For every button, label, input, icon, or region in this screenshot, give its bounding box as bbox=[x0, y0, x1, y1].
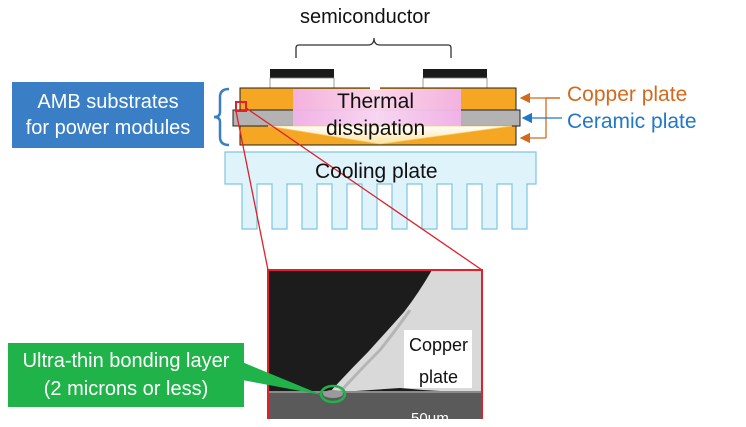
amb-callout: AMB substrates for power modules bbox=[12, 82, 204, 148]
thermal-label-line1: Thermal bbox=[337, 90, 415, 113]
amb-bracket bbox=[213, 87, 230, 147]
zoom-line-left bbox=[235, 110, 269, 271]
micrograph-frame bbox=[267, 269, 483, 419]
amb-label-line2: for power modules bbox=[25, 117, 191, 139]
ultra-thin-callout: Ultra-thin bonding layer (2 microns or l… bbox=[8, 343, 244, 407]
ultra-callout-pointer bbox=[242, 362, 322, 395]
amb-label-line1: AMB substrates bbox=[37, 91, 179, 113]
thermal-region bbox=[293, 89, 461, 127]
micro-label-bg bbox=[404, 330, 472, 388]
cooling-plate-label: Cooling plate bbox=[315, 160, 438, 183]
copper-plate-label: Copper plate bbox=[567, 83, 688, 106]
ceramic-plate-label: Ceramic plate bbox=[567, 110, 697, 133]
semiconductor-chip-right bbox=[423, 69, 487, 78]
semiconductor-chip-left bbox=[270, 69, 334, 78]
chip-solder-right bbox=[422, 77, 488, 89]
thermal-cone bbox=[267, 125, 513, 145]
ultra-label-line2: (2 microns or less) bbox=[43, 378, 209, 400]
micro-copper-label-line2: plate bbox=[419, 367, 459, 387]
heat-path bbox=[370, 76, 380, 90]
semiconductor-label: semiconductor bbox=[300, 6, 431, 28]
thermal-label-line2: dissipation bbox=[326, 117, 426, 140]
zoom-source-square bbox=[235, 101, 247, 112]
zoom-line-right bbox=[245, 107, 483, 271]
micro-copper-label-line1: Copper bbox=[409, 335, 469, 355]
cooling-plate bbox=[224, 151, 537, 230]
semiconductor-brace bbox=[295, 37, 452, 58]
bonding-highlight bbox=[319, 384, 347, 404]
ultra-label-line1: Ultra-thin bonding layer bbox=[22, 350, 230, 372]
chip-solder-left bbox=[269, 77, 335, 89]
